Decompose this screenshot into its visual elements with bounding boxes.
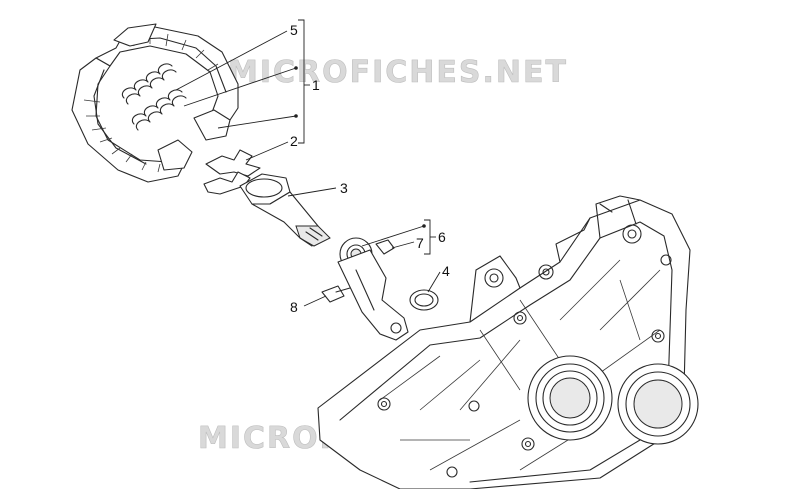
callout-3: 3	[340, 180, 348, 196]
callout-6: 6	[438, 229, 446, 245]
leader-lines	[175, 19, 441, 307]
callout-4: 4	[442, 263, 450, 279]
callout-labels: 5 1 2 3 6 7 4 8	[290, 22, 450, 315]
callout-7: 7	[416, 235, 424, 251]
callout-2: 2	[290, 133, 298, 149]
callout-5: 5	[290, 22, 298, 38]
brake-camshaft	[239, 173, 331, 247]
callout-8: 8	[290, 299, 298, 315]
brake-clips	[203, 149, 261, 195]
brake-lever	[321, 237, 409, 341]
brake-springs	[121, 63, 187, 131]
callout-1: 1	[312, 77, 320, 93]
engine-case	[317, 195, 699, 489]
watermark-top: MICROFICHES.NET	[228, 55, 568, 90]
brake-shoes	[71, 23, 239, 183]
washer-ring	[409, 289, 439, 311]
